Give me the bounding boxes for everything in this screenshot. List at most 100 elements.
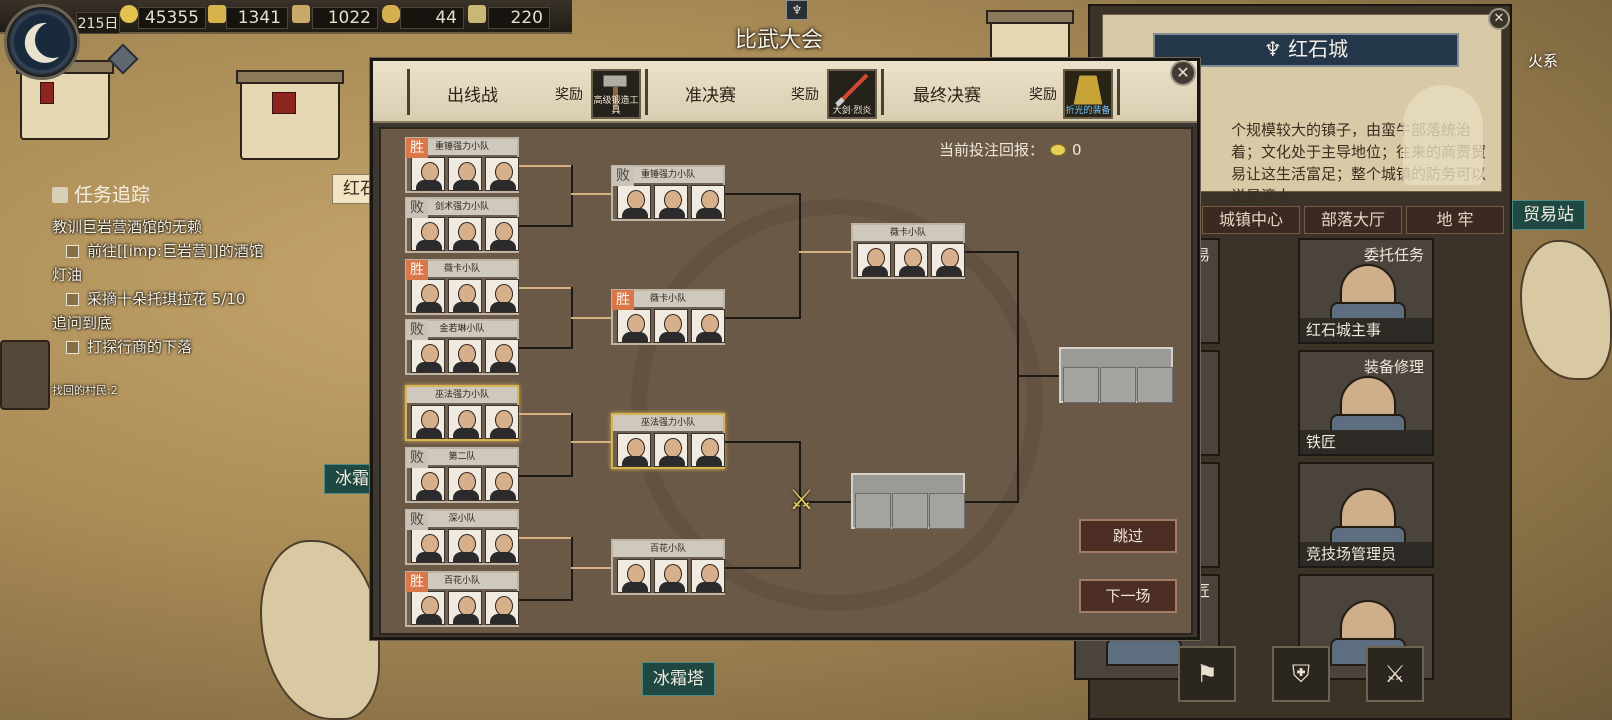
bracket-team[interactable]: 第二队败 [405, 447, 519, 503]
fighter-portrait [617, 185, 651, 219]
bracket-team[interactable]: 金若琳小队败 [405, 319, 519, 375]
team-name: 巫法强力小队 [407, 387, 517, 403]
crossed-swords-icon: ⚔ [789, 483, 815, 516]
reward-label-qualifier: 奖励 [555, 87, 583, 103]
fighter-portrait [691, 309, 725, 343]
loss-badge: 败 [406, 320, 428, 340]
bracket-team[interactable]: 薇卡小队胜 [611, 289, 725, 345]
fighter-portrait [654, 309, 688, 343]
quest-header[interactable]: 任务追踪 [52, 180, 292, 207]
bracket-line [571, 441, 611, 443]
empty-portrait [929, 493, 965, 529]
fighter-portrait [411, 339, 445, 373]
scroll-icon [468, 5, 486, 23]
fighter-portrait [857, 243, 891, 277]
reward-item-robe[interactable]: 折光的装备 [1063, 69, 1113, 119]
moon-phase-icon[interactable] [4, 4, 80, 80]
bracket-team[interactable]: 巫法强力小队 [405, 385, 519, 441]
bracket-line [1017, 251, 1019, 503]
quest-title[interactable]: 教训巨岩营酒馆的无赖 [52, 215, 292, 239]
tab-dungeon[interactable]: 地 牢 [1406, 206, 1504, 234]
tab-tribe-hall[interactable]: 部落大厅 [1304, 206, 1402, 234]
quest-text: 教训巨岩营酒馆的无赖 [52, 218, 203, 236]
bracket-team[interactable]: 巫法强力小队 [611, 413, 725, 469]
fighter-portrait [485, 591, 519, 625]
map-building [986, 10, 1074, 60]
bracket-team[interactable]: 重锤强力小队败 [611, 165, 725, 221]
fighter-portrait [411, 467, 445, 501]
map-label-trade-station[interactable]: 贸易站 [1512, 200, 1585, 230]
team-name: 第二队 [407, 449, 517, 465]
bracket-board: 当前投注回报：0 重锤强力小队胜剑术强力小队败薇卡小队胜金若琳小队败巫法强力小队… [379, 127, 1193, 635]
fighter-portrait [411, 591, 445, 625]
divider [645, 69, 648, 115]
win-badge: 胜 [406, 138, 428, 158]
bracket-team[interactable]: 剑术强力小队败 [405, 197, 519, 253]
town-portrait [1403, 85, 1483, 185]
flag-icon[interactable]: ⚑ [1178, 646, 1236, 702]
map-label-icefrost-tower[interactable]: 冰霜塔 [642, 662, 715, 696]
round-label-final[interactable]: 最终决赛 [913, 86, 981, 106]
bracket-line [519, 287, 573, 289]
bracket-line [519, 537, 573, 539]
dialog-title: 比武大会 [735, 28, 824, 53]
helmet-icon[interactable]: ⛨ [1272, 646, 1330, 702]
win-badge: 胜 [406, 260, 428, 280]
quest-tracker: 任务追踪 教训巨岩营酒馆的无赖前往[[imp:巨岩营]]的酒馆灯油采摘十朵托琪拉… [52, 180, 292, 403]
quest-title[interactable]: 灯油 [52, 263, 292, 287]
team-name: 薇卡小队 [613, 291, 723, 307]
map-label-huoxi[interactable]: 火系 [1528, 52, 1559, 70]
bracket-line [725, 317, 801, 319]
fighter-portrait [448, 217, 482, 251]
round-label-qualifier[interactable]: 出线战 [447, 86, 498, 106]
bracket-line [799, 251, 851, 253]
close-icon[interactable]: ✕ [1170, 60, 1196, 86]
fighter-portrait [448, 529, 482, 563]
fighter-portrait [485, 339, 519, 373]
checkbox-icon [66, 293, 79, 306]
fighter-portrait [485, 467, 519, 501]
bracket-team[interactable]: 薇卡小队 [851, 223, 965, 279]
reward-item-sword[interactable]: 大剑·烈炎 [827, 69, 877, 119]
reward-item-hammer[interactable]: 高级锻造工具 [591, 69, 641, 119]
npc-card[interactable]: 委托任务红石城主事 [1298, 238, 1434, 344]
fighter-portrait [485, 279, 519, 313]
map-banner [272, 92, 296, 114]
bracket-team[interactable]: 深小队败 [405, 509, 519, 565]
bracket-team[interactable]: 百花小队 [611, 539, 725, 595]
tab-town-center[interactable]: 城镇中心 [1202, 206, 1300, 234]
npc-card[interactable]: 竞技场管理员 [1298, 462, 1434, 568]
odds-value: 0 [1072, 141, 1082, 159]
fighter-portrait [448, 591, 482, 625]
loss-badge: 败 [406, 448, 428, 468]
fighter-portrait [448, 157, 482, 191]
round-tabs: 出线战 奖励 高级锻造工具 准决赛 奖励 大剑·烈炎 最终决赛 奖励 折光的装备 [373, 61, 1197, 123]
fighter-portrait [654, 559, 688, 593]
close-icon[interactable]: ✕ [1488, 8, 1510, 30]
npc-card[interactable]: 装备修理铁匠 [1298, 350, 1434, 456]
bracket-team[interactable]: 重锤强力小队胜 [405, 137, 519, 193]
fighter-portrait [411, 157, 445, 191]
bracket-team[interactable]: 百花小队胜 [405, 571, 519, 627]
map-building [0, 340, 50, 410]
crossed-swords-icon[interactable]: ⚔ [1366, 646, 1424, 702]
map-building [16, 60, 114, 140]
fighter-portrait [617, 309, 651, 343]
round-label-semifinal[interactable]: 准决赛 [685, 86, 736, 106]
bracket-line [519, 225, 573, 227]
loss-badge: 败 [406, 198, 428, 218]
reward-label-final: 奖励 [1029, 87, 1057, 103]
bracket-line [799, 501, 851, 503]
skip-button[interactable]: 跳过 [1079, 519, 1177, 553]
bracket-line [571, 567, 611, 569]
bracket-team[interactable]: 薇卡小队胜 [405, 259, 519, 315]
quest-title[interactable]: 追问到底 [52, 311, 292, 335]
fighter-portrait [411, 279, 445, 313]
quest-text: 采摘十朵托琪拉花 5/10 [87, 290, 246, 308]
fighter-portrait [485, 529, 519, 563]
npc-name: 红石城主事 [1300, 318, 1432, 342]
quest-text: 追问到底 [52, 314, 113, 332]
next-match-button[interactable]: 下一场 [1079, 579, 1177, 613]
team-name: 重锤强力小队 [613, 167, 723, 183]
